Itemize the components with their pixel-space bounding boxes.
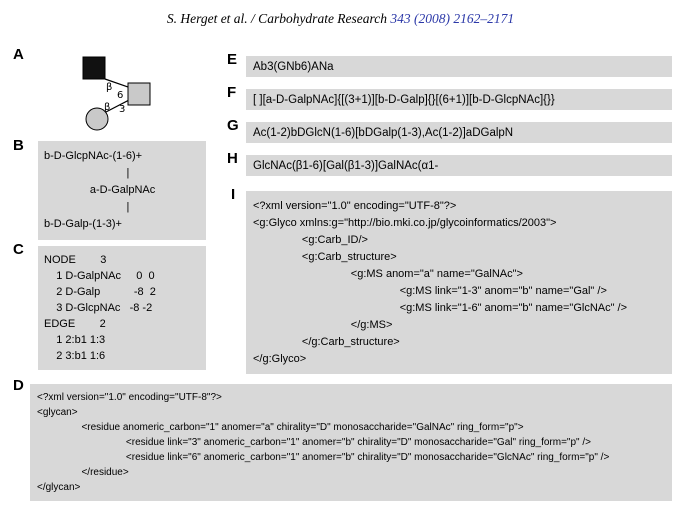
panel-i-box: <?xml version="1.0" encoding="UTF-8"?> <… xyxy=(246,191,672,374)
panel-g-text: Ac(1-2)bDGlcN(1-6)[bDGalp(1-3),Ac(1-2)]a… xyxy=(253,126,514,139)
panel-e-text: Ab3(GNb6)ANa xyxy=(253,60,334,73)
panel-e-bar: Ab3(GNb6)ANa xyxy=(246,56,672,77)
panel-c-box: NODE 3 1 D-GalpNAc 0 0 2 D-Galp -8 2 3 D… xyxy=(38,246,206,370)
panel-g-label: G xyxy=(227,117,239,134)
black-square-node xyxy=(82,56,106,80)
panel-b-box: b-D-GlcpNAc-(1-6)+ | a-D-GalpNAc | b-D-G… xyxy=(38,141,206,240)
anomer-label-top: β xyxy=(106,82,112,93)
glycan-symbol-diagram: β 6 β 3 xyxy=(82,56,151,131)
panel-c-label: C xyxy=(13,241,24,258)
panel-f-text: [ ][a-D-GalpNAc]{[(3+1)][b-D-Galp]{}[(6+… xyxy=(253,93,555,106)
panel-a-label: A xyxy=(13,46,24,63)
panel-b-text: b-D-GlcpNAc-(1-6)+ | a-D-GalpNAc | b-D-G… xyxy=(44,150,156,230)
panel-d-box: <?xml version="1.0" encoding="UTF-8"?> <… xyxy=(30,384,672,501)
panel-b-label: B xyxy=(13,137,24,154)
citation-text: S. Herget et al. / Carbohydrate Research xyxy=(166,11,391,26)
panel-h-label: H xyxy=(227,150,238,167)
linkage-label-top: 6 xyxy=(117,90,123,101)
panel-f-label: F xyxy=(227,84,237,101)
gray-square-node xyxy=(127,82,151,106)
panel-d-label: D xyxy=(13,377,24,394)
panel-h-bar: GlcNAc(β1-6)[Gal(β1-3)]GalNAc(α1- xyxy=(246,155,672,176)
linkage-line-beta3 xyxy=(103,98,132,114)
panel-f-bar: [ ][a-D-GalpNAc]{[(3+1)][b-D-Galp]{}[(6+… xyxy=(246,89,672,110)
panel-d-xml-text: <?xml version="1.0" encoding="UTF-8"?> <… xyxy=(37,392,610,493)
panel-e-label: E xyxy=(227,51,238,68)
panel-h-text: GlcNAc(β1-6)[Gal(β1-3)]GalNAc(α1- xyxy=(253,159,439,172)
panel-i-label: I xyxy=(231,186,236,203)
running-head: S. Herget et al. / Carbohydrate Research… xyxy=(0,11,681,27)
linkage-label-bottom: 3 xyxy=(119,104,125,115)
anomer-label-bottom: β xyxy=(104,102,110,113)
panel-c-text: NODE 3 1 D-GalpNAc 0 0 2 D-Galp -8 2 3 D… xyxy=(44,254,156,362)
panel-g-bar: Ac(1-2)bDGlcN(1-6)[bDGalp(1-3),Ac(1-2)]a… xyxy=(246,122,672,143)
panel-i-xml-text: <?xml version="1.0" encoding="UTF-8"?> <… xyxy=(253,200,628,365)
gray-circle-node xyxy=(85,107,109,131)
linkage-line-beta6 xyxy=(104,78,132,89)
citation-link[interactable]: 343 (2008) 2162–2171 xyxy=(390,11,515,26)
